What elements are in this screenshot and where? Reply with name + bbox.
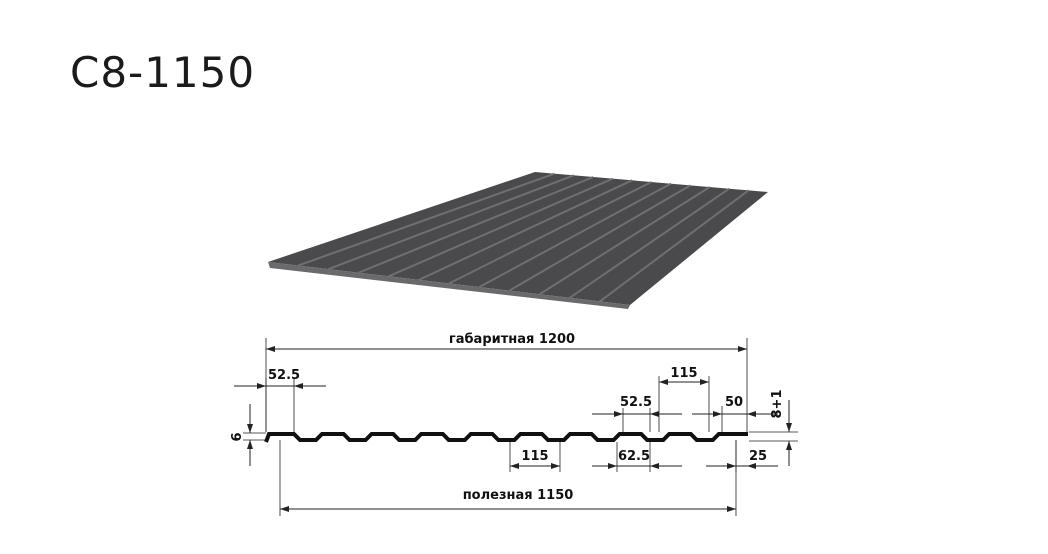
dimension-right-edge-top: 50 [692,395,778,432]
left-top-width-label: 52.5 [268,368,300,383]
overall-width-label: габаритная 1200 [449,332,575,347]
sheet-surface [268,172,768,305]
sheet-rib [418,179,633,281]
dimension-top-width-right: 52.5 [592,395,682,432]
sheet-rib [538,186,711,296]
pitch-bottom-label: 115 [521,449,548,464]
bottom-width-label: 62.5 [618,449,650,464]
dimension-right-edge-bottom: 25 [706,440,778,472]
profile-section [264,432,748,443]
top-width-right-label: 52.5 [620,395,652,410]
dimension-height-left: 6 [230,404,266,466]
sheet-rib [388,177,614,278]
dimension-pitch-bottom: 115 [509,442,561,472]
height-right-label: 8+1 [770,390,785,419]
dimension-bottom-width: 62.5 [592,442,682,472]
sheet-rib [569,187,730,299]
sheet-rib [358,176,594,274]
right-edge-bottom-label: 25 [749,449,767,464]
product-title: С8-1150 [70,48,256,97]
useful-width-label: полезная 1150 [463,488,574,503]
dimension-height-right: 8+1 [749,390,798,466]
dimension-left-top-width: 52.5 [234,368,326,432]
sheet-ribs [297,172,750,303]
dimension-useful: полезная 1150 [279,440,737,516]
right-edge-top-label: 50 [725,395,743,410]
sheet-rib [508,184,691,292]
sheet-rib [599,189,750,303]
dimension-pitch-top: 115 [658,366,710,432]
pitch-top-label: 115 [670,366,697,381]
sheet-rib [327,174,575,271]
sheet-rib [478,182,672,288]
sheet-3d-view [268,172,768,309]
sheet-rib [297,172,555,267]
sheet-rib [448,181,652,285]
height-left-label: 6 [230,432,245,441]
sheet-bottom-edge [268,262,630,309]
